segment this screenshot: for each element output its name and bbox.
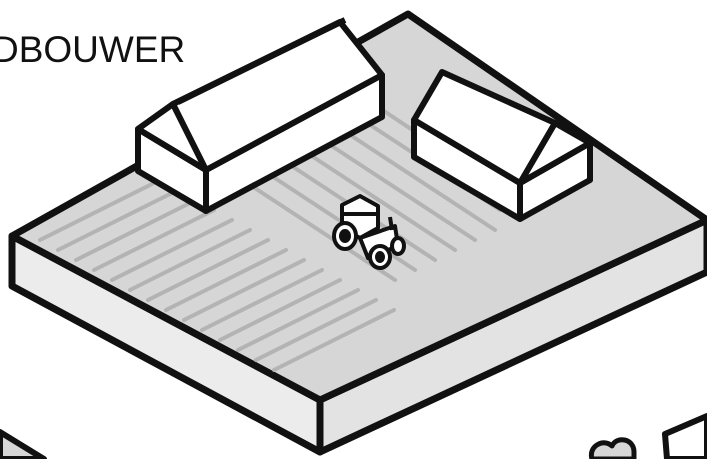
- tractor-icon: [332, 194, 406, 270]
- bush-icon: [588, 437, 637, 459]
- shed-icon: [411, 69, 593, 222]
- adjacent-building: [662, 413, 707, 459]
- adjacent-tile-left: [0, 429, 47, 459]
- category-heading: DBOUWER: [0, 29, 186, 70]
- barn-icon: [135, 17, 385, 214]
